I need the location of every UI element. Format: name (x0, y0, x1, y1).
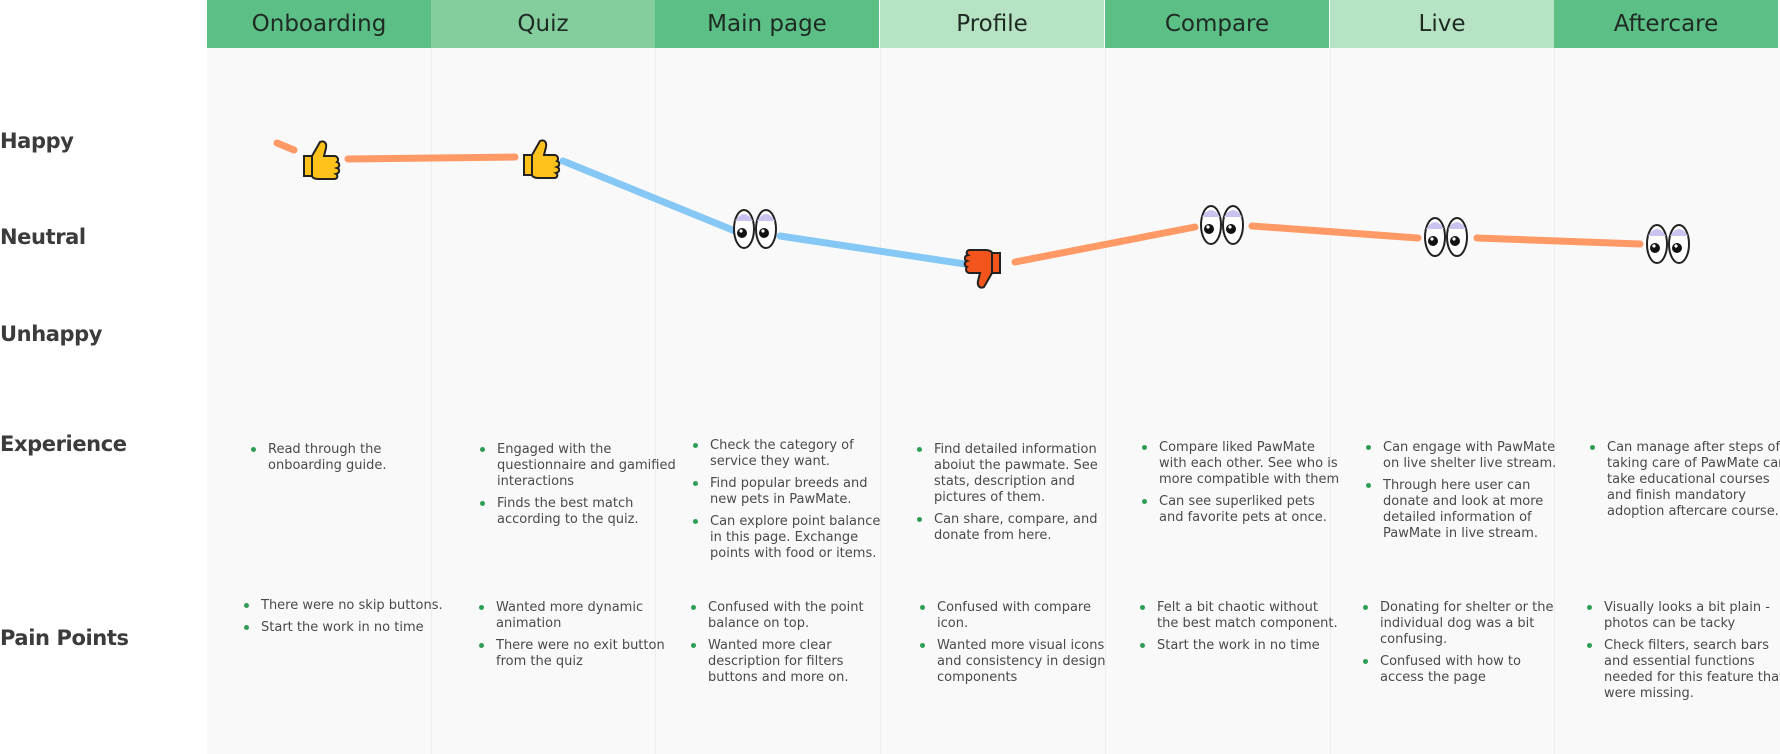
pain_points-item: Donating for shelter or the individual d… (1363, 600, 1562, 648)
eyes-icon (1424, 217, 1468, 257)
eyes-icon (733, 209, 777, 249)
curve-segment (1473, 234, 1644, 248)
stage-header-quiz: Quiz (431, 0, 655, 48)
stage-header-live: Live (1330, 0, 1554, 48)
pain_points-item: Check filters, search bars and essential… (1587, 638, 1780, 702)
pain_points-cell: Confused with the point balance on top. W… (690, 600, 890, 692)
pain_points-item: Visually looks a bit plain - photos can … (1587, 600, 1780, 632)
experience-item: Finds the best match according to the qu… (480, 496, 679, 528)
pain_points-cell: Donating for shelter or the individual d… (1362, 600, 1562, 692)
curve-segment (1011, 223, 1199, 266)
column-divider (1105, 48, 1106, 754)
journey-board (207, 0, 1780, 754)
curve-segment (1248, 222, 1422, 242)
curve-segment (776, 232, 969, 268)
row-label-neutral: Neutral (0, 225, 86, 249)
column-divider (431, 48, 432, 754)
experience-cell: Find detailed information aboiut the paw… (916, 442, 1116, 550)
column-divider (1330, 48, 1331, 754)
experience-item: Can engage with PawMate on live shelter … (1366, 440, 1565, 472)
pain_points-item: There were no skip buttons. (244, 598, 443, 613)
experience-cell: Compare liked PawMate with each other. S… (1141, 440, 1341, 532)
experience-item: Compare liked PawMate with each other. S… (1142, 440, 1340, 487)
eyes-icon (1200, 205, 1244, 245)
experience-item: Find detailed information aboiut the paw… (917, 442, 1116, 506)
pain_points-cell: Confused with compare icon. Wanted more v… (919, 600, 1119, 692)
eyes-icon (1646, 224, 1690, 264)
stage-header-main-page: Main page (655, 0, 879, 48)
row-label-pain-points: Pain Points (0, 626, 129, 650)
pain_points-cell: There were no skip buttons. Start the wor… (243, 598, 443, 642)
pain_points-item: There were no exit button from the quiz (479, 638, 678, 670)
stage-header-profile: Profile (880, 0, 1104, 48)
pain_points-item: Confused with compare icon. (920, 600, 1119, 632)
experience-item: Can share, compare, and donate from here… (917, 512, 1116, 544)
pain_points-item: Confused with the point balance on top. (691, 600, 890, 632)
row-label-experience: Experience (0, 432, 127, 456)
row-label-happy: Happy (0, 129, 74, 153)
thumbs-down-icon (963, 249, 1001, 289)
pain_points-item: Wanted more clear description for filter… (691, 638, 890, 686)
experience-item: Find popular breeds and new pets in PawM… (693, 476, 892, 508)
experience-item: Check the category of service they want. (693, 438, 892, 470)
pain_points-item: Felt a bit chaotic without the best matc… (1140, 600, 1338, 631)
stage-header-aftercare: Aftercare (1554, 0, 1778, 48)
experience-cell: Read through the onboarding guide. (250, 442, 450, 480)
pain_points-item: Start the work in no time (244, 620, 443, 636)
curve-segment (344, 153, 519, 163)
experience-cell: Can engage with PawMate on live shelter … (1365, 440, 1565, 548)
pain_points-item: Start the work in no time (1140, 638, 1339, 654)
thumbs-up-icon (523, 139, 561, 179)
experience-item: Read through the onboarding guide. (251, 442, 450, 474)
experience-cell: Check the category of service they want.… (692, 438, 892, 568)
row-label-unhappy: Unhappy (0, 322, 103, 346)
experience-item: Can see superliked pets and favorite pet… (1142, 494, 1341, 526)
curve-segment (273, 139, 298, 154)
experience-item: Through here user can donate and look at… (1366, 478, 1565, 542)
pain_points-cell: Visually looks a bit plain - photos can … (1586, 600, 1780, 708)
pain_points-item: Wanted more dynamic animation (479, 600, 678, 632)
pain_points-item: Wanted more visual icons and consistency… (920, 638, 1119, 686)
column-divider (655, 48, 656, 754)
column-divider (880, 48, 881, 754)
experience-cell: Can manage after steps of taking care of… (1589, 440, 1780, 526)
experience-cell: Engaged with the questionnaire and gamif… (479, 442, 679, 534)
experience-item: Can manage after steps of taking care of… (1590, 440, 1780, 520)
experience-item: Can explore point balance in this page. … (693, 514, 892, 562)
column-divider (1554, 48, 1555, 754)
thumbs-up-icon (303, 140, 341, 180)
stage-header-compare: Compare (1105, 0, 1329, 48)
pain_points-item: Confused with how to access the page (1363, 654, 1562, 686)
stage-header-onboarding: Onboarding (207, 0, 431, 48)
experience-item: Engaged with the questionnaire and gamif… (480, 442, 679, 490)
pain_points-cell: Felt a bit chaotic without the best matc… (1139, 600, 1339, 660)
curve-segment (559, 157, 739, 235)
